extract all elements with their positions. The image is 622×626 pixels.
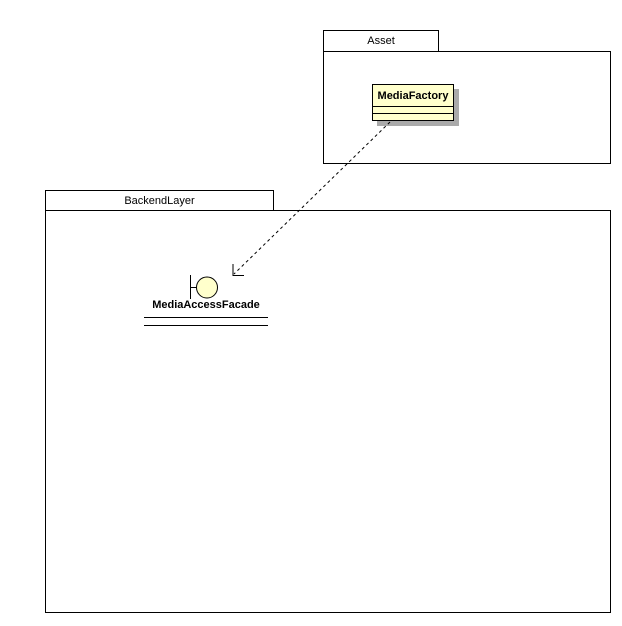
class-operations-compartment xyxy=(373,113,453,120)
package-body-asset[interactable] xyxy=(323,51,611,164)
class-node-mediafactory[interactable]: MediaFactory xyxy=(372,84,454,121)
package-tab-asset[interactable]: Asset xyxy=(323,30,439,52)
interface-name-label[interactable]: MediaAccessFacade xyxy=(152,299,260,311)
package-label-asset: Asset xyxy=(367,35,395,47)
class-attributes-compartment xyxy=(373,106,453,113)
package-body-backendlayer[interactable] xyxy=(45,210,611,613)
package-tab-backendlayer[interactable]: BackendLayer xyxy=(45,190,274,211)
package-label-backendlayer: BackendLayer xyxy=(124,194,195,207)
class-name-compartment: MediaFactory xyxy=(373,85,453,106)
class-name-label: MediaFactory xyxy=(377,89,449,102)
